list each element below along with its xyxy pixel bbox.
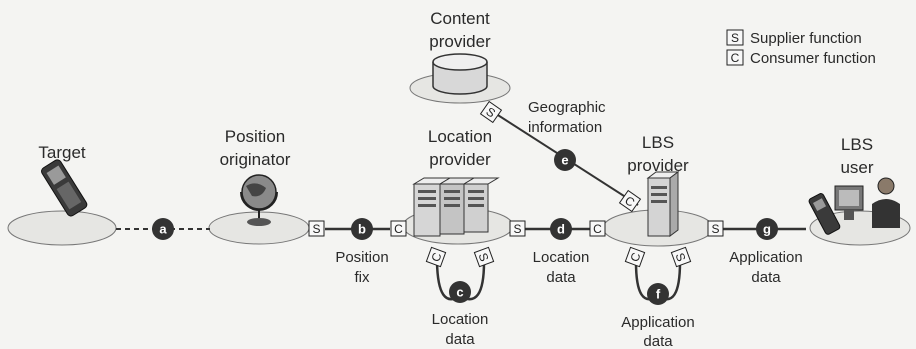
- consumer-box-b: C: [390, 220, 407, 237]
- target-label: Target: [38, 143, 86, 162]
- flow-c-label-2: data: [445, 331, 475, 348]
- server-rack-icon: [412, 177, 500, 237]
- svg-text:C: C: [731, 51, 740, 65]
- location-provider-label-1: Location: [428, 127, 492, 146]
- svg-text:C: C: [593, 222, 602, 236]
- target-platform: [7, 210, 117, 246]
- supplier-box-e: S: [479, 100, 503, 124]
- globe-icon: [240, 174, 278, 226]
- svg-text:d: d: [557, 222, 565, 237]
- consumer-box-f: C: [624, 246, 646, 268]
- flow-f-label-1: Application: [621, 314, 694, 331]
- server-tower-icon: [646, 171, 680, 237]
- consumer-box-e: C: [618, 189, 642, 213]
- mobile-phone-icon: [41, 159, 88, 217]
- flow-g-label-1: Application: [729, 249, 802, 266]
- flow-d-label-1: Location: [533, 249, 590, 266]
- legend-consumer-label: Consumer function: [750, 50, 876, 67]
- svg-text:b: b: [358, 222, 366, 237]
- supplier-box-f: S: [670, 246, 692, 268]
- content-provider-label-1: Content: [430, 9, 490, 28]
- supplier-box-g: S: [707, 220, 724, 237]
- svg-text:C: C: [394, 222, 403, 236]
- svg-text:S: S: [731, 31, 739, 45]
- legend-supplier-label: Supplier function: [750, 30, 862, 47]
- supplier-box-d: S: [509, 220, 526, 237]
- flow-c-label-1: Location: [432, 311, 489, 328]
- location-provider-label-2: provider: [429, 150, 491, 169]
- svg-text:S: S: [312, 222, 320, 236]
- flow-b-label-1: Position: [335, 249, 388, 266]
- flow-e-label-1: Geographic: [528, 99, 606, 116]
- flow-g-label-2: data: [751, 269, 781, 286]
- position-originator-label-1: Position: [225, 127, 285, 146]
- supplier-box-b: S: [308, 220, 325, 237]
- flow-circle-c: c: [449, 281, 471, 303]
- person-at-computer-icon: [834, 177, 900, 228]
- lbs-provider-label-2: provider: [627, 156, 689, 175]
- flow-circle-g: g: [756, 218, 778, 240]
- svg-text:g: g: [763, 222, 771, 237]
- flow-circle-b: b: [351, 218, 373, 240]
- flow-circle-f: f: [647, 283, 669, 305]
- consumer-box-c: C: [425, 246, 447, 268]
- flow-d-label-2: data: [546, 269, 576, 286]
- svg-text:c: c: [456, 285, 463, 300]
- flow-circle-d: d: [550, 218, 572, 240]
- lbs-user-label-2: user: [840, 158, 873, 177]
- position-originator-label-2: originator: [220, 150, 291, 169]
- content-provider-label-2: provider: [429, 32, 491, 51]
- flow-f-label-2: data: [643, 333, 673, 349]
- svg-text:S: S: [711, 222, 719, 236]
- consumer-box-d: C: [589, 220, 606, 237]
- legend-consumer-box: C: [726, 49, 744, 66]
- flow-b-label-2: fix: [355, 269, 371, 286]
- svg-text:f: f: [656, 287, 661, 302]
- flow-circle-a: a: [152, 218, 174, 240]
- flow-e-label-2: information: [528, 119, 602, 136]
- lbs-provider-label-1: LBS: [642, 133, 674, 152]
- user-phone-icon: [808, 193, 841, 235]
- lbs-user-label-1: LBS: [841, 135, 873, 154]
- svg-text:a: a: [159, 222, 167, 237]
- database-icon: [432, 53, 488, 95]
- legend-supplier-box: S: [726, 29, 744, 46]
- svg-text:e: e: [561, 153, 568, 168]
- supplier-box-c: S: [473, 246, 495, 268]
- legend: S Supplier function C Consumer function: [726, 29, 876, 67]
- svg-text:S: S: [513, 222, 521, 236]
- flow-circle-e: e: [554, 149, 576, 171]
